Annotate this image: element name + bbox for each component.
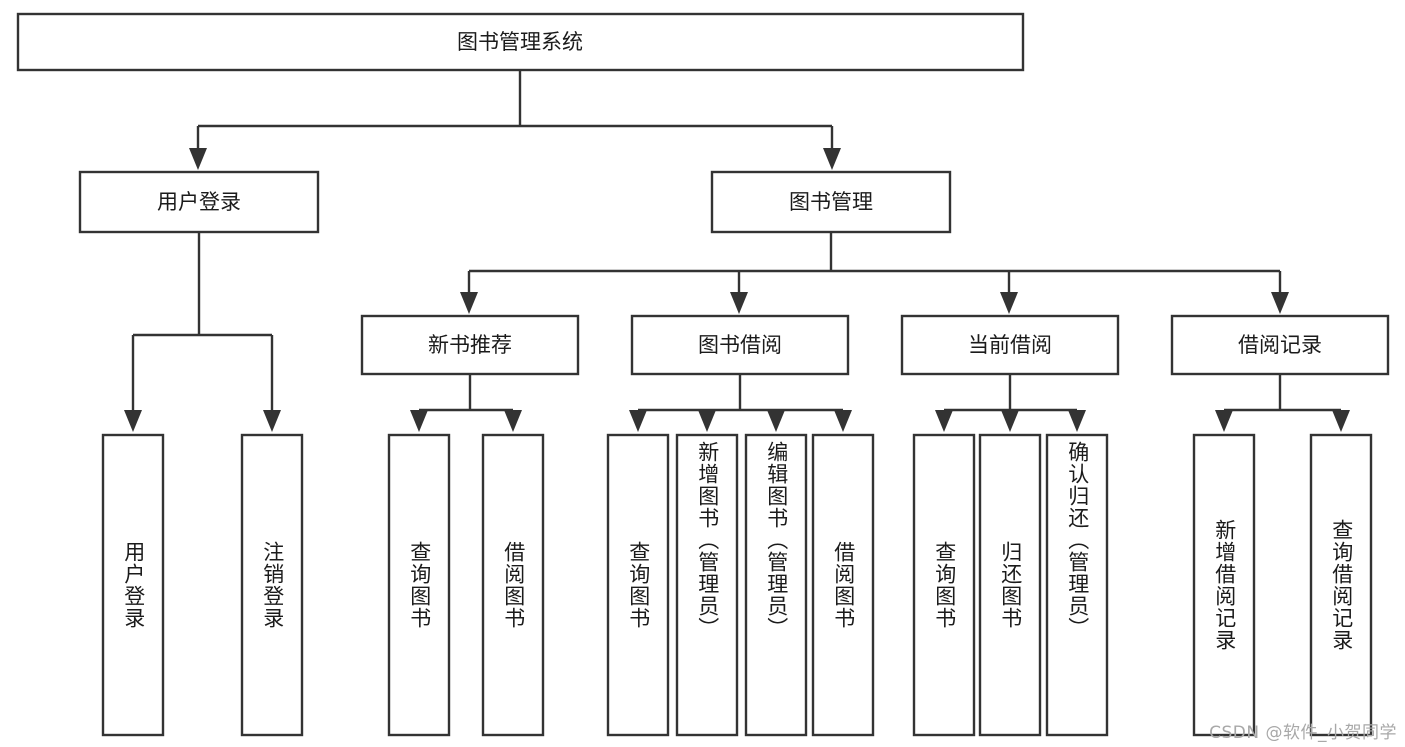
node-borrow-record[interactable]: 借阅记录 <box>1170 314 1390 376</box>
book-management-box[interactable] <box>710 170 952 234</box>
arrow-to-leaf-borrow-book-2 <box>834 410 852 432</box>
leaf-box-query-book-1[interactable] <box>387 433 451 737</box>
arrow-to-leaf-add-record <box>1215 410 1233 432</box>
leaf-box-add-book[interactable] <box>675 433 739 737</box>
arrow-to-current-borrow <box>1000 292 1018 314</box>
new-book-recommend-label: 新书推荐 <box>428 333 512 357</box>
leaf-box-add-record[interactable] <box>1192 433 1256 737</box>
arrow-to-leaf-query-book-3 <box>935 410 953 432</box>
book-management-label: 图书管理 <box>789 190 873 214</box>
arrow-to-book-borrow <box>730 292 748 314</box>
csdn-watermark: CSDN @软件_小贺同学 <box>1209 723 1397 743</box>
arrow-to-leaf-confirm-return <box>1068 410 1086 432</box>
book-borrow-box[interactable] <box>630 314 850 376</box>
arrow-to-leaf-borrow-book-1 <box>504 410 522 432</box>
leaf-box-query-book-3[interactable] <box>912 433 976 737</box>
node-current-borrow[interactable]: 当前借阅 <box>900 314 1120 376</box>
current-borrow-label: 当前借阅 <box>968 333 1052 357</box>
arrow-to-borrow-record <box>1271 292 1289 314</box>
arrow-to-user-login <box>189 148 207 170</box>
arrow-to-leaf-user-login <box>124 410 142 432</box>
node-root[interactable]: 图书管理系统 <box>16 12 1025 72</box>
leaf-box-query-book-2[interactable] <box>606 433 670 737</box>
borrow-record-label: 借阅记录 <box>1238 333 1322 357</box>
leaf-box-user-login[interactable] <box>101 433 165 737</box>
leaf-box-confirm-return[interactable] <box>1045 433 1109 737</box>
node-user-login[interactable]: 用户登录 <box>78 170 320 234</box>
borrow-record-box[interactable] <box>1170 314 1390 376</box>
arrow-to-leaf-add-book <box>698 410 716 432</box>
root-label: 图书管理系统 <box>457 30 583 54</box>
arrow-to-book-management <box>823 148 841 170</box>
user-login-label: 用户登录 <box>157 190 241 214</box>
arrow-to-leaf-return-book <box>1001 410 1019 432</box>
arrow-to-leaf-edit-book <box>767 410 785 432</box>
book-borrow-label: 图书借阅 <box>698 333 782 357</box>
node-book-borrow[interactable]: 图书借阅 <box>630 314 850 376</box>
arrow-to-new-book-recommend <box>460 292 478 314</box>
leaf-box-return-book[interactable] <box>978 433 1042 737</box>
leaf-box-borrow-book-2[interactable] <box>811 433 875 737</box>
leaf-box-query-record[interactable] <box>1309 433 1373 737</box>
new-book-recommend-box[interactable] <box>360 314 580 376</box>
root-box[interactable] <box>16 12 1025 72</box>
leaf-box-borrow-book-1[interactable] <box>481 433 545 737</box>
arrow-to-leaf-user-logout <box>263 410 281 432</box>
arrow-to-leaf-query-book-1 <box>410 410 428 432</box>
node-new-book-recommend[interactable]: 新书推荐 <box>360 314 580 376</box>
leaf-box-edit-book[interactable] <box>744 433 808 737</box>
arrow-to-leaf-query-book-2 <box>629 410 647 432</box>
current-borrow-box[interactable] <box>900 314 1120 376</box>
leaf-box-user-logout[interactable] <box>240 433 304 737</box>
node-book-management[interactable]: 图书管理 <box>710 170 952 234</box>
arrow-to-leaf-query-record <box>1332 410 1350 432</box>
